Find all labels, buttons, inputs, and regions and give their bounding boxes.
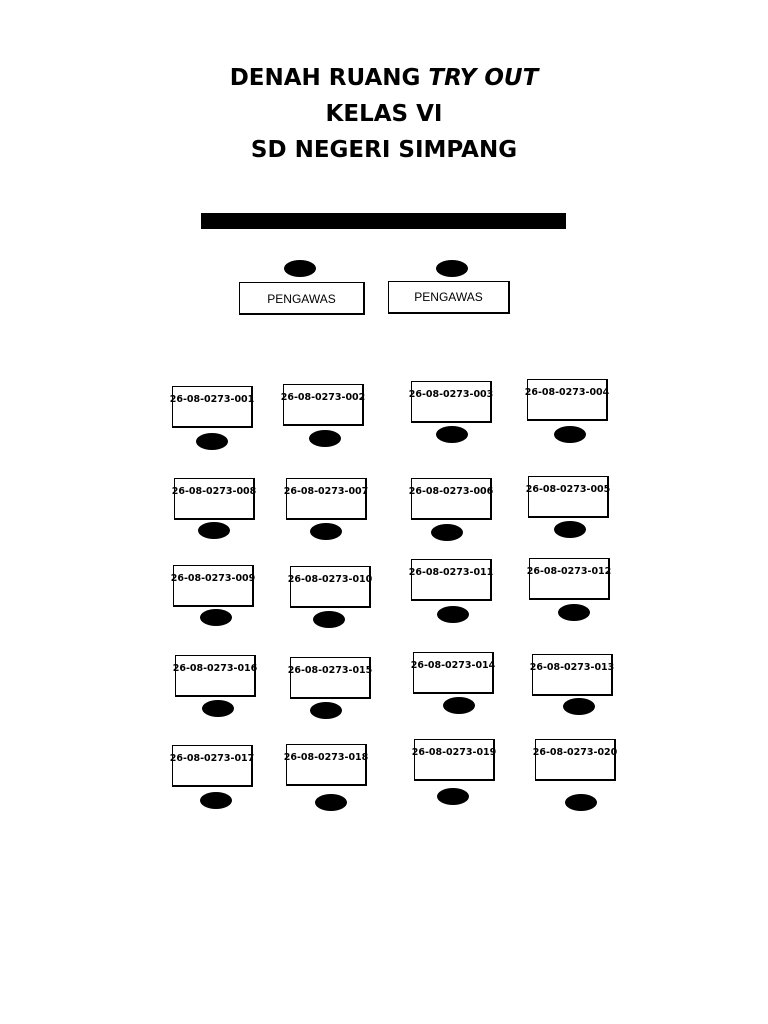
student-desk: 26-08-0273-007 (284, 478, 368, 520)
student-desk: 26-08-0273-009 (171, 565, 255, 607)
student-seat (554, 521, 586, 538)
student-seat (554, 426, 586, 443)
student-desk: 26-08-0273-002 (281, 384, 365, 426)
student-desk: 26-08-0273-004 (525, 379, 609, 421)
supervisor-seat (284, 260, 316, 277)
student-desk: 26-08-0273-005 (526, 476, 610, 518)
student-seat (315, 794, 347, 811)
supervisor-label: PENGAWAS (267, 292, 336, 306)
student-desk: 26-08-0273-008 (172, 478, 256, 520)
student-seat (558, 604, 590, 621)
page-title: DENAH RUANG TRY OUT KELAS VI SD NEGERI S… (0, 60, 768, 168)
student-seat (310, 523, 342, 540)
supervisor-desk: PENGAWAS (388, 281, 510, 314)
student-seat (443, 697, 475, 714)
student-seat (431, 524, 463, 541)
student-seat (202, 700, 234, 717)
student-desk: 26-08-0273-017 (170, 745, 254, 787)
student-seat (200, 609, 232, 626)
student-seat (565, 794, 597, 811)
supervisor-label: PENGAWAS (414, 290, 483, 304)
supervisor-desk: PENGAWAS (239, 282, 365, 315)
student-seat (200, 792, 232, 809)
student-seat (310, 702, 342, 719)
student-desk: 26-08-0273-010 (288, 566, 372, 608)
student-seat (198, 522, 230, 539)
student-desk: 26-08-0273-001 (170, 386, 254, 428)
blackboard (201, 213, 566, 229)
student-seat (437, 606, 469, 623)
title-line-3: SD NEGERI SIMPANG (250, 137, 518, 163)
student-desk: 26-08-0273-015 (288, 657, 372, 699)
student-desk: 26-08-0273-013 (530, 654, 614, 696)
title-line-2: KELAS VI (325, 101, 443, 127)
student-desk: 26-08-0273-011 (409, 559, 493, 601)
student-seat (313, 611, 345, 628)
student-seat (436, 426, 468, 443)
title-italic: TRY OUT (428, 65, 539, 91)
supervisor-seat (436, 260, 468, 277)
student-desk: 26-08-0273-018 (284, 744, 368, 786)
student-desk: 26-08-0273-019 (412, 739, 496, 781)
student-desk: 26-08-0273-003 (409, 381, 493, 423)
student-desk: 26-08-0273-016 (173, 655, 257, 697)
student-desk: 26-08-0273-006 (409, 478, 493, 520)
student-desk: 26-08-0273-014 (411, 652, 495, 694)
student-desk: 26-08-0273-012 (527, 558, 611, 600)
title-line-1: DENAH RUANG TRY OUT (0, 60, 768, 96)
student-seat (563, 698, 595, 715)
student-seat (437, 788, 469, 805)
student-seat (309, 430, 341, 447)
student-desk: 26-08-0273-020 (533, 739, 617, 781)
title-prefix: DENAH RUANG (229, 65, 429, 91)
student-seat (196, 433, 228, 450)
